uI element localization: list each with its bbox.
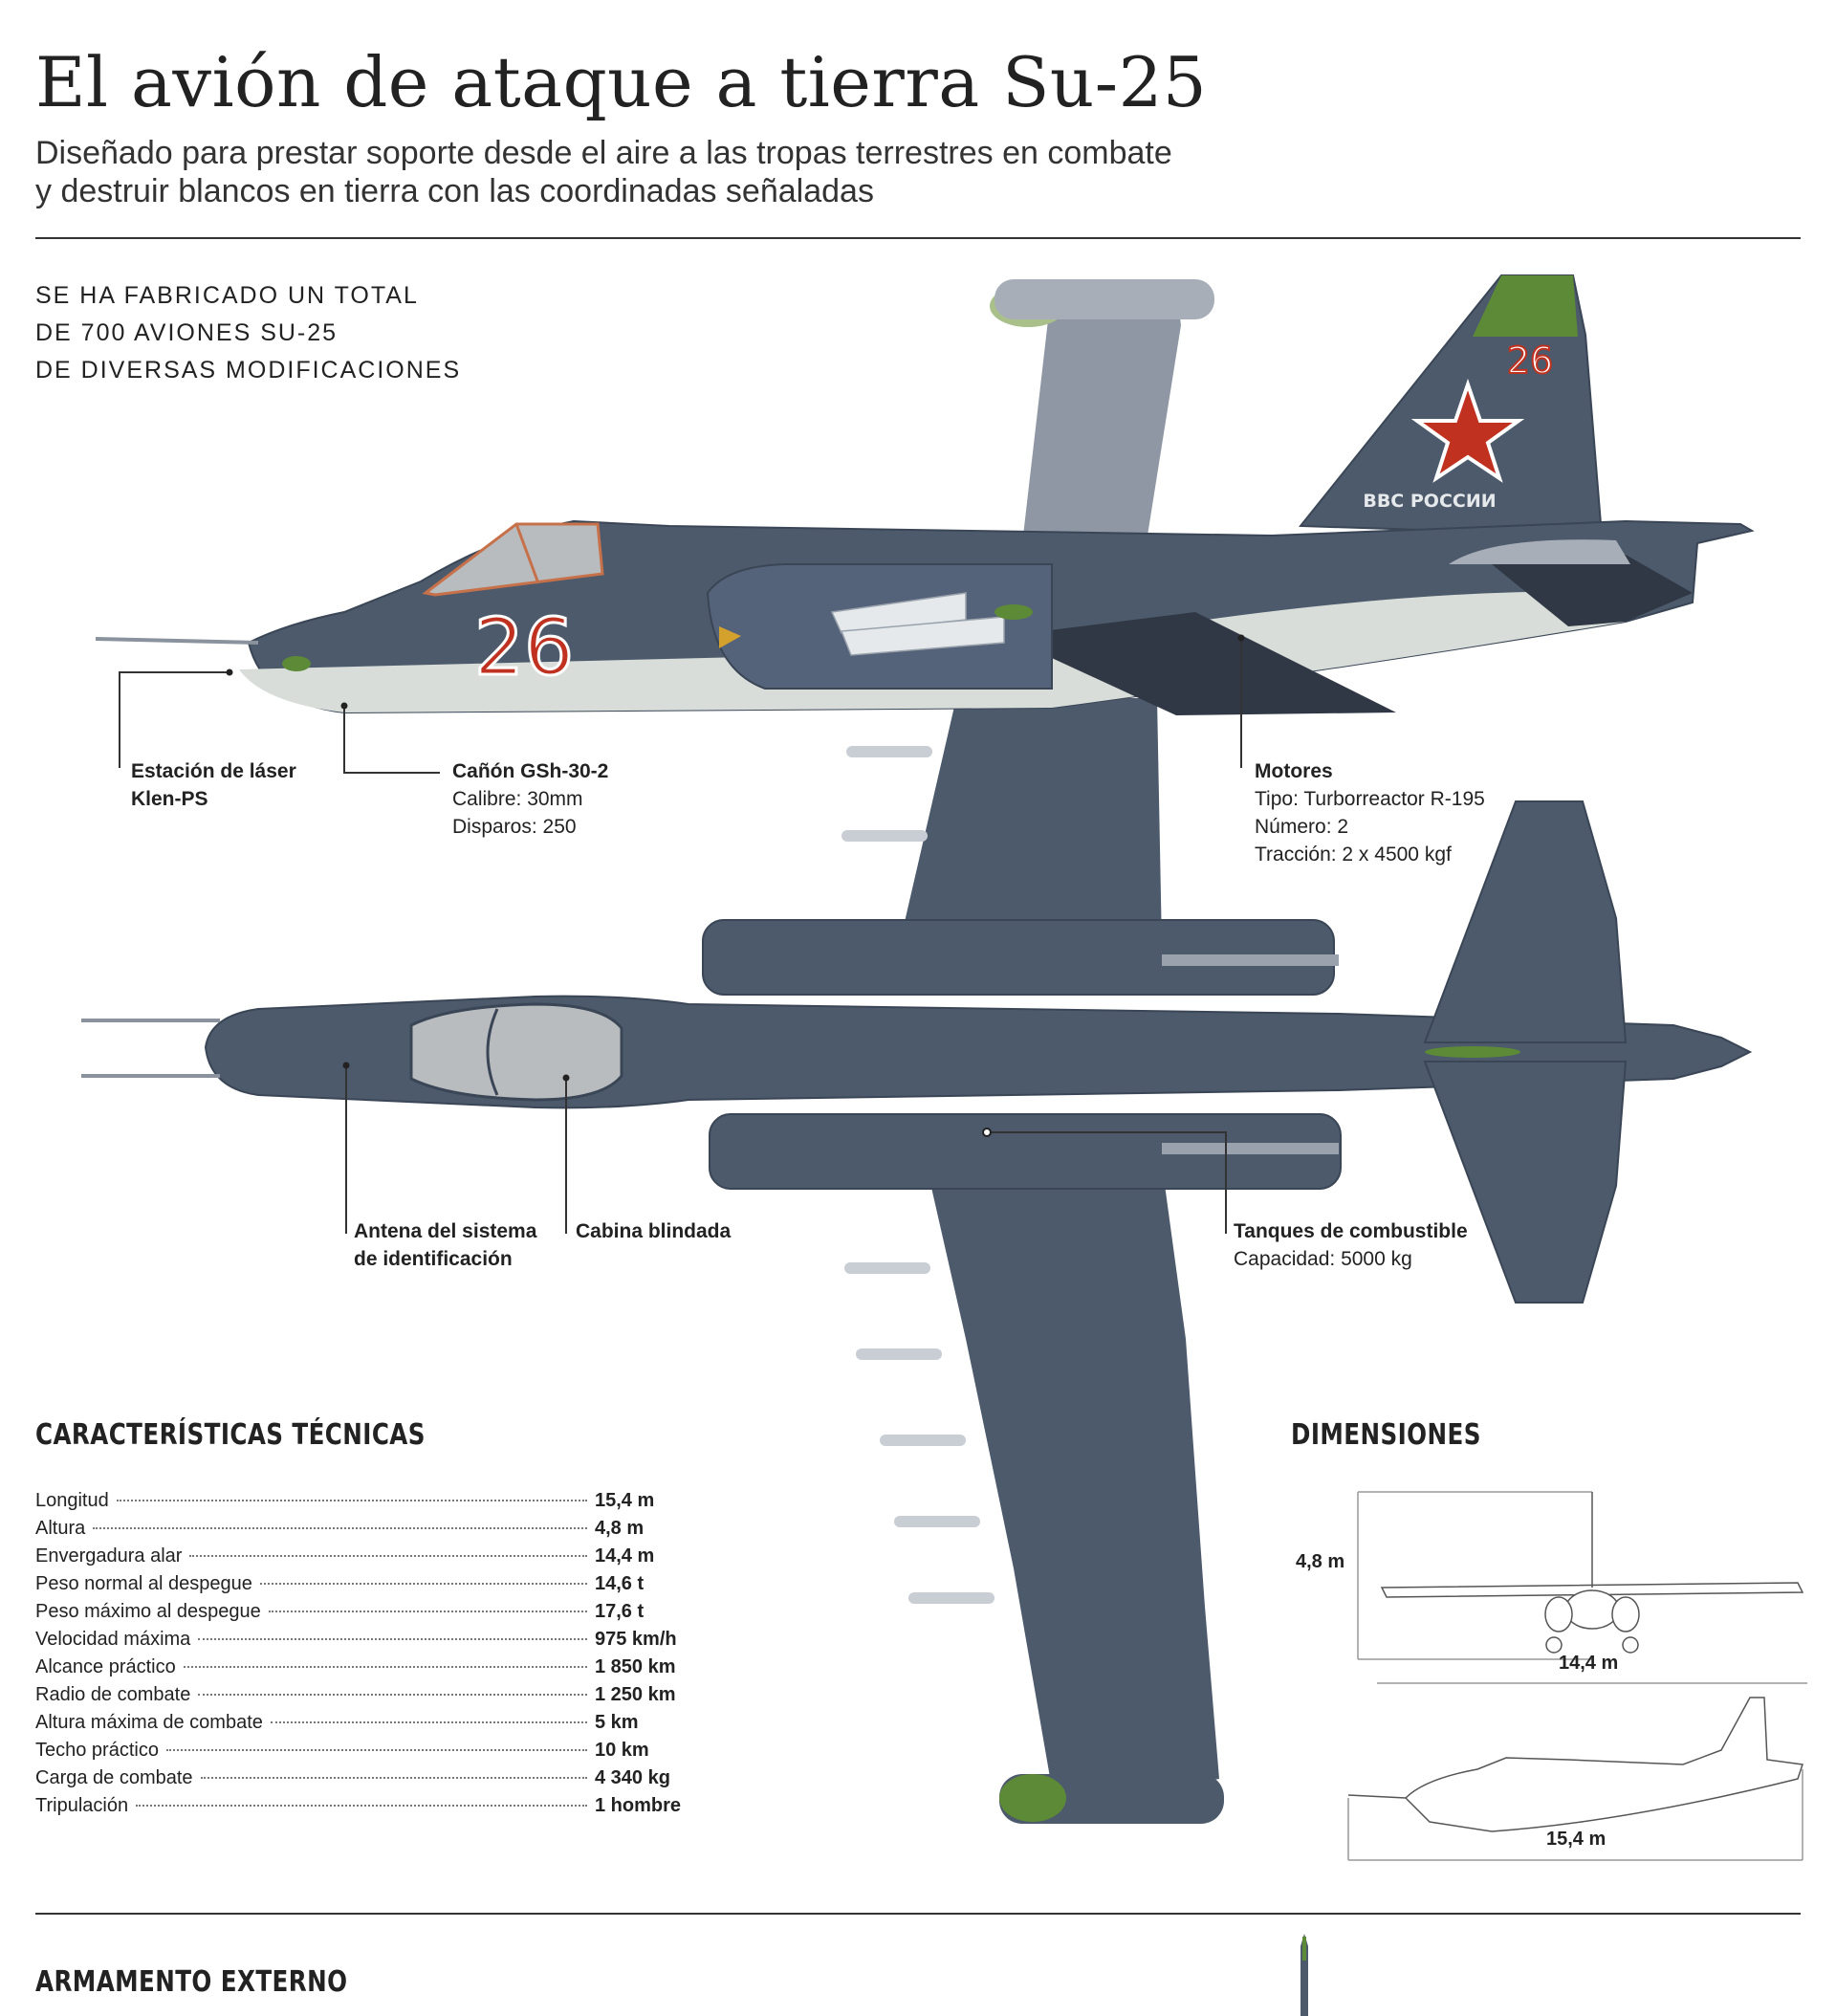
- spec-label: Tripulación: [35, 1795, 129, 1816]
- spec-leader-dots: [200, 1777, 587, 1779]
- spec-value: 975 km/h: [595, 1629, 677, 1650]
- spec-leader-dots: [93, 1527, 587, 1529]
- page-subtitle: Diseñado para prestar soporte desde el a…: [35, 134, 1172, 210]
- spec-row: Alcance práctico 1 850 km: [35, 1656, 686, 1684]
- red-star-icon: [1410, 378, 1525, 483]
- nose-number: 26: [474, 603, 574, 693]
- spec-value: 1 250 km: [595, 1684, 676, 1705]
- spec-leader-dots: [270, 1721, 587, 1723]
- subtitle-line-2: y destruir blancos en tierra con las coo…: [35, 173, 874, 209]
- spec-value: 4 340 kg: [595, 1767, 670, 1788]
- spec-leader-dots: [189, 1555, 587, 1557]
- production-line-2: DE 700 AVIONES SU-25: [35, 319, 339, 346]
- dimension-side-view: [1347, 1697, 1803, 1861]
- aircraft-top-view: [81, 279, 1753, 1824]
- spec-row: Peso máximo al despegue 17,6 t: [35, 1601, 686, 1629]
- tail-text: ВВС РОССИИ: [1363, 491, 1496, 512]
- subtitle-line-1: Diseñado para prestar soporte desde el a…: [35, 135, 1172, 171]
- spec-label: Altura: [35, 1518, 86, 1539]
- callout-dots: [226, 634, 1245, 1137]
- tail-number: 26: [1507, 340, 1553, 382]
- spec-row: Altura 4,8 m: [35, 1518, 686, 1545]
- spec-label: Peso máximo al despegue: [35, 1601, 261, 1622]
- callout-laser: Estación de láser Klen-PS: [131, 757, 296, 813]
- callout-fuel-line-1: Capacidad: 5000 kg: [1234, 1248, 1412, 1270]
- callout-cannon: Cañón GSh-30-2 Calibre: 30mm Disparos: 2…: [452, 757, 608, 841]
- spec-row: Radio de combate 1 250 km: [35, 1684, 686, 1712]
- armament-divider: [35, 1913, 1801, 1915]
- callout-engines-title: Motores: [1255, 760, 1333, 782]
- spec-row: Peso normal al despegue 14,6 t: [35, 1573, 686, 1601]
- dimension-length: 15,4 m: [1546, 1829, 1606, 1850]
- spec-value: 14,4 m: [595, 1545, 655, 1567]
- callout-engines-line-2: Número: 2: [1255, 816, 1349, 838]
- callout-laser-title-2: Klen-PS: [131, 788, 208, 810]
- production-total: SE HA FABRICADO UN TOTAL DE 700 AVIONES …: [35, 277, 461, 389]
- spec-row: Tripulación 1 hombre: [35, 1795, 686, 1823]
- spec-label: Techo práctico: [35, 1740, 159, 1761]
- spec-label: Envergadura alar: [35, 1545, 183, 1567]
- spec-row: Carga de combate 4 340 kg: [35, 1767, 686, 1795]
- spec-label: Alcance práctico: [35, 1656, 176, 1677]
- spec-label: Peso normal al despegue: [35, 1573, 252, 1594]
- spec-leader-dots: [183, 1666, 587, 1668]
- callout-cabin: Cabina blindada: [576, 1217, 731, 1245]
- spec-value: 5 km: [595, 1712, 639, 1733]
- spec-row: Altura máxima de combate 5 km: [35, 1712, 686, 1740]
- spec-label: Longitud: [35, 1490, 109, 1511]
- callout-laser-title-1: Estación de láser: [131, 760, 296, 782]
- spec-value: 10 km: [595, 1740, 649, 1761]
- spec-leader-dots: [136, 1805, 587, 1807]
- spec-leader-dots: [165, 1749, 587, 1751]
- dimension-front-view: [1357, 1491, 1807, 1684]
- callout-cannon-line-1: Calibre: 30mm: [452, 788, 583, 810]
- callout-lines: [119, 638, 1242, 1234]
- spec-leader-dots: [198, 1694, 587, 1696]
- spec-row: Velocidad máxima 975 km/h: [35, 1629, 686, 1656]
- callout-antenna-title-2: de identificación: [354, 1248, 513, 1270]
- spec-row: Longitud 15,4 m: [35, 1490, 686, 1518]
- spec-label: Radio de combate: [35, 1684, 191, 1705]
- spec-value: 15,4 m: [595, 1490, 655, 1511]
- production-line-1: SE HA FABRICADO UN TOTAL: [35, 282, 419, 309]
- callout-fuel-title: Tanques de combustible: [1234, 1220, 1468, 1242]
- spec-value: 17,6 t: [595, 1601, 645, 1622]
- dimension-span: 14,4 m: [1559, 1653, 1619, 1674]
- callout-cannon-title: Cañón GSh-30-2: [452, 760, 609, 782]
- armament-heading: ARMAMENTO EXTERNO: [35, 1965, 348, 1999]
- spec-leader-dots: [268, 1611, 587, 1612]
- spec-leader-dots: [116, 1500, 587, 1501]
- dimensions-heading: DIMENSIONES: [1291, 1418, 1481, 1452]
- production-line-3: DE DIVERSAS MODIFICACIONES: [35, 357, 462, 383]
- callout-engines-line-3: Tracción: 2 x 4500 kgf: [1255, 844, 1452, 866]
- callout-cannon-line-2: Disparos: 250: [452, 816, 577, 838]
- spec-value: 14,6 t: [595, 1573, 645, 1594]
- specs-heading: CARACTERÍSTICAS TÉCNICAS: [35, 1418, 426, 1452]
- spec-label: Carga de combate: [35, 1767, 193, 1788]
- callout-antenna-title-1: Antena del sistema: [354, 1220, 537, 1242]
- callout-antenna: Antena del sistema de identificación: [354, 1217, 536, 1273]
- page-title: El avión de ataque a tierra Su-25: [35, 42, 1208, 122]
- spec-value: 1 850 km: [595, 1656, 676, 1677]
- dimension-height: 4,8 m: [1296, 1551, 1345, 1572]
- callout-cabin-title: Cabina blindada: [576, 1220, 732, 1242]
- spec-row: Techo práctico 10 km: [35, 1740, 686, 1767]
- spec-value: 4,8 m: [595, 1518, 645, 1539]
- header-divider: [35, 237, 1801, 239]
- spec-row: Envergadura alar 14,4 m: [35, 1545, 686, 1573]
- spec-label: Altura máxima de combate: [35, 1712, 263, 1733]
- spec-leader-dots: [259, 1583, 587, 1585]
- aircraft-side-view: 26 ВВС РОССИИ 26: [95, 274, 1755, 715]
- spec-label: Velocidad máxima: [35, 1629, 191, 1650]
- callout-engines: Motores Tipo: Turborreactor R-195 Número…: [1255, 757, 1485, 868]
- callout-engines-line-1: Tipo: Turborreactor R-195: [1255, 788, 1485, 810]
- spec-leader-dots: [198, 1638, 587, 1640]
- spec-value: 1 hombre: [595, 1795, 682, 1816]
- specs-table: Longitud 15,4 m Altura 4,8 m Envergadura ala…: [35, 1490, 686, 1823]
- callout-fuel: Tanques de combustible Capacidad: 5000 k…: [1234, 1217, 1468, 1273]
